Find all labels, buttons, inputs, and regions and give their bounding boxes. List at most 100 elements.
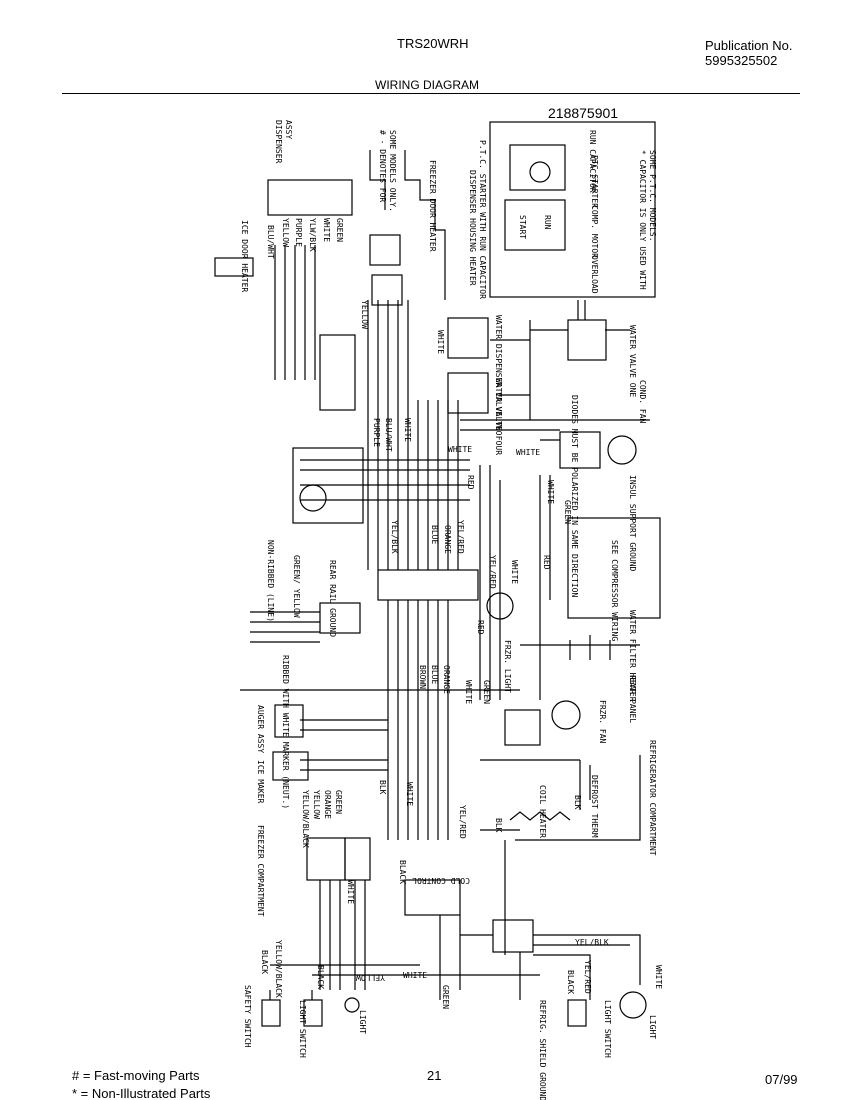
wire-white-3: WHITE (448, 445, 472, 454)
dispenser-connector (369, 234, 401, 266)
wire-purple-2: PURPLE (372, 418, 381, 447)
freezer-connector-a (306, 837, 346, 881)
timer-motor-symbol (299, 484, 327, 512)
diagram-part-number: 218875901 (548, 105, 619, 121)
dispenser-main-connector (319, 334, 356, 411)
light-switch-refrigerator-label: LIGHT SWITCH (603, 1000, 612, 1058)
publication-number: 5995325502 (705, 53, 778, 68)
non-ribbed-line-label: NON-RIBBED (LINE) (266, 540, 275, 622)
wire-green-yellow: GREEN/ YELLOW (292, 555, 301, 618)
wire-white-5: WHITE (436, 330, 445, 354)
wire-yellow-black-2: YELLOW/BLACK (274, 940, 283, 998)
wire-orange: ORANGE (443, 525, 452, 554)
wire-orange-2: ORANGE (442, 665, 451, 694)
wire-red-3: RED (476, 620, 485, 635)
refrigerator-compartment-label: REFRIGERATOR COMPARTMENT (648, 740, 657, 856)
auger-assy-label: AUGER ASSY (256, 705, 265, 753)
capacitor-note-2: SOME P.T.C. MODELS. (648, 150, 657, 242)
water-valve-one-label: WATER VALVE ONE (628, 325, 637, 397)
safety-switch-label: SAFETY SWITCH (243, 985, 252, 1048)
ice-maker-label: ICE MAKER (256, 760, 265, 804)
legend-fast-moving: # = Fast-moving Parts (72, 1068, 200, 1083)
wire-yellow-3: YELLOW (312, 790, 321, 819)
diodes-note: DIODES MUST BE POLARIZED IN SAME DIRECTI… (570, 395, 579, 597)
comp-motor-label: COMP. MOTOR (590, 205, 599, 258)
wire-yellow-2: YELLOW (360, 300, 369, 329)
light-switch-freezer-label: LIGHT SWITCH (298, 1000, 307, 1058)
see-compressor-wiring-label: SEE COMPRESSOR WIRING (610, 540, 619, 641)
wire-ylw-blk: YLW/BLK (308, 218, 317, 252)
wire-blue-2: BLUE (430, 665, 439, 684)
wire-yellow-black: YELLOW/BLACK (301, 790, 310, 848)
water-filter-heater-label: WATER FILTER HEATER (628, 610, 637, 702)
ice-door-heater-connector (214, 257, 254, 277)
wire-orange-3: ORANGE (323, 790, 332, 819)
ice-door-heater-label: ICE DOOR HEATER (240, 220, 249, 292)
dispenser-label-1: DISPENSER (274, 120, 283, 164)
wire-blue: BLUE (430, 525, 439, 544)
dispenser-housing-heater-label: DISPENSER HOUSING HEATER (468, 170, 477, 286)
start-label: START (518, 215, 527, 239)
light-refrigerator-label: LIGHT (648, 1015, 657, 1039)
wire-green-4: GREEN (334, 790, 343, 814)
wire-yel-red: YEL/RED (456, 520, 465, 554)
wire-blk: BLK (378, 780, 387, 795)
wire-yellow-4: YELLOW (356, 973, 385, 982)
cond-fan-symbol (607, 435, 637, 465)
wire-yel-red-3: YEL/RED (458, 805, 467, 839)
header-divider (62, 93, 800, 94)
wire-white: WHITE (322, 218, 331, 242)
wire-red: RED (466, 475, 475, 490)
wire-black-4: BLACK (566, 970, 575, 994)
insul-support-ground-label: INSUL SUPPORT GROUND (628, 475, 637, 572)
ptc-starter-run-cap-label: P.T.C. STARTER WITH RUN CAPACITOR (478, 140, 487, 299)
defrost-therm-label: DEFROST THERM. (590, 775, 599, 842)
ptc-thermistor-symbol (529, 161, 551, 183)
dispenser-label-2: ASSY (284, 120, 293, 139)
light-switch-refrigerator (567, 999, 587, 1027)
overload-label: OVERLOAD (590, 255, 599, 294)
light-freezer-label: LIGHT (358, 1010, 367, 1034)
wire-white-8: WHITE (464, 680, 473, 704)
cold-control (404, 879, 461, 916)
freezer-fan-symbol (551, 700, 581, 730)
publication-label: Publication No. (705, 38, 793, 53)
ribbed-white-marker-label: RIBBED WITH WHITE MARKER (NEUT.) (281, 655, 290, 809)
water-valve-two-label: WATER DISPENSER VALVE TWO (494, 315, 503, 436)
auger-assy (274, 704, 304, 738)
wire-blu-wht-2: BLU/WHT (384, 418, 393, 452)
coil-heater-label: COIL HEATER (538, 785, 547, 838)
water-valve-two (447, 317, 489, 359)
wire-yel-blk: YEL/BLK (390, 520, 399, 554)
freezer-compartment-label: FREEZER COMPARTMENT (256, 825, 265, 917)
denotes-note-1: # - DENOTES FOR (378, 130, 387, 202)
comp-motor-box (504, 199, 566, 251)
wire-green: GREEN (335, 218, 344, 242)
dispenser-assy-box (267, 179, 353, 216)
refrig-shield-ground-label: REFRIG. SHIELD GROUND (538, 1000, 547, 1100)
wire-white-11: WHITE (403, 971, 427, 980)
page-title: WIRING DIAGRAM (375, 78, 479, 92)
freezer-light-label: FRZR. LIGHT (503, 640, 512, 693)
wire-black-3: BLACK (316, 965, 325, 989)
publication-date: 07/99 (765, 1072, 798, 1087)
wire-blu-wht: BLU/WHT (266, 225, 275, 259)
compressor-wiring-box (567, 517, 661, 619)
wire-black: BLACK (398, 860, 407, 884)
harness-connector (377, 569, 479, 601)
wire-green-2: GREEN (563, 500, 572, 524)
wire-white-4: WHITE (516, 448, 540, 457)
ptc-starter-box (489, 121, 656, 298)
safety-switch (261, 999, 281, 1027)
legend-non-illustrated: * = Non-Illustrated Parts (72, 1086, 211, 1100)
freezer-door-heater-label: FREEZER DOOR HEATER (428, 160, 437, 252)
model-number: TRS20WRH (397, 36, 469, 51)
wire-yellow: YELLOW (281, 218, 290, 247)
wire-green-3: GREEN (482, 680, 491, 704)
page-number: 21 (427, 1068, 442, 1083)
wire-blk-2: BLK (494, 818, 503, 833)
refrigerator-connector (492, 919, 534, 953)
wire-green-5: GREEN (441, 985, 450, 1009)
wire-red-2: RED (542, 555, 551, 570)
